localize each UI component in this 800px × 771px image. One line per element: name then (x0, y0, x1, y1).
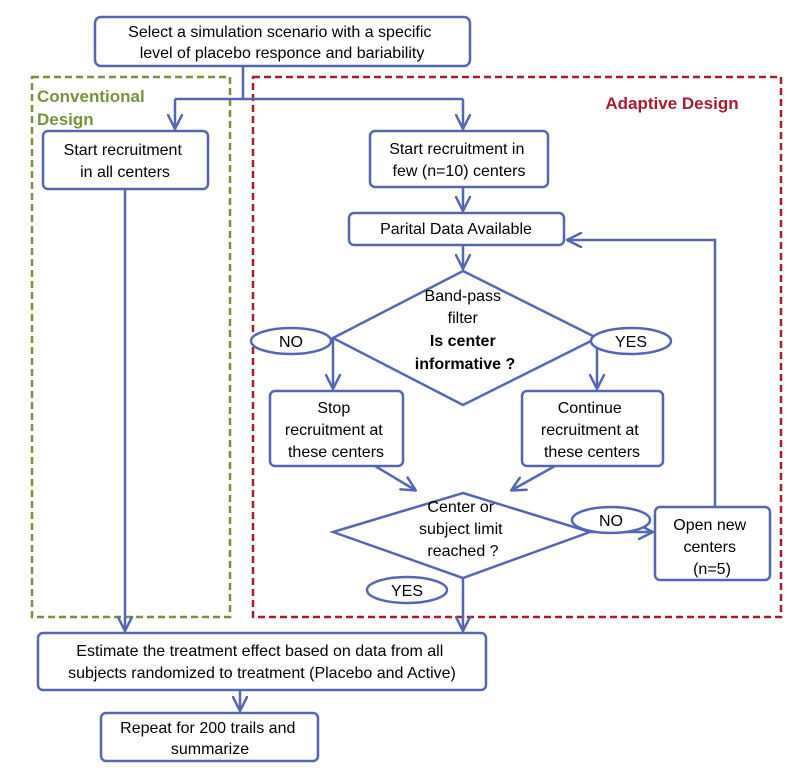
repeat-text: Repeat for 200 trails and summarize (120, 720, 300, 758)
no-limit-label: NO (599, 513, 623, 530)
bandpass-filter-decision (330, 269, 600, 407)
open-new-centers-text: Open new centers (n=5) (673, 517, 750, 578)
yes-limit-label: YES (391, 583, 423, 600)
partial-data-line1: Parital Data Available (380, 221, 532, 238)
open-new-line3: (n=5) (693, 561, 731, 578)
stop-line1: Stop (317, 400, 350, 417)
continue-line2: recruitment at (541, 422, 639, 439)
estimate-line2: subjects randomized to treatment (Placeb… (68, 665, 456, 682)
partial-data-box (347, 211, 566, 247)
limit-line3: reached ? (427, 543, 498, 560)
yes-limit-ellipse (365, 575, 449, 605)
select-scenario-box (93, 15, 472, 68)
yes-filter-label: YES (615, 334, 647, 351)
select-scenario-line1: Select a simulation scenario with a spec… (128, 24, 431, 41)
conventional-label-line2: Design (37, 110, 94, 129)
stop-recruitment-box (268, 389, 405, 468)
stop-line2: recruitment at (285, 422, 383, 439)
bandpass-line1: Band-pass (425, 288, 502, 305)
bandpass-line4: informative ? (415, 356, 515, 373)
repeat-box (99, 711, 320, 763)
repeat-line1: Repeat for 200 trails and (120, 720, 295, 737)
adaptive-design-label: Adaptive Design (605, 94, 738, 113)
continue-recruitment-text: Continue recruitment at these centers (541, 400, 643, 461)
no-filter-label: NO (279, 334, 303, 351)
conventional-label-line1: Conventional (37, 87, 145, 106)
arrow-continue-to-limit (512, 464, 556, 490)
start-all-line2: in all centers (80, 164, 170, 181)
bandpass-line2: filter (448, 310, 479, 327)
continue-line3: these centers (544, 444, 640, 461)
bandpass-line3: Is center (430, 333, 496, 350)
open-new-centers-box (653, 505, 772, 582)
partial-data-text: Parital Data Available (380, 221, 532, 238)
arrow-open-new-to-partial (568, 240, 717, 507)
connector-scenario-split (175, 66, 463, 101)
continue-line1: Continue (558, 400, 622, 417)
adaptive-design-region (251, 75, 783, 619)
stop-recruitment-text: Stop recruitment at these centers (285, 400, 387, 461)
start-few-centers-text: Start recruitment in few (n=10) centers (389, 141, 529, 180)
repeat-line2: summarize (171, 741, 249, 758)
select-scenario-text: Select a simulation scenario with a spec… (128, 24, 436, 62)
start-all-centers-text: Start recruitment in all centers (64, 142, 187, 181)
estimate-line1: Estimate the treatment effect based on d… (76, 643, 443, 660)
start-all-line1: Start recruitment (64, 142, 183, 159)
yes-filter-ellipse (589, 326, 673, 356)
start-few-line2: few (n=10) centers (393, 163, 526, 180)
limit-line2: subject limit (419, 521, 503, 538)
arrow-stop-to-limit (374, 464, 415, 490)
start-few-centers-box (368, 129, 550, 189)
limit-reached-decision (328, 491, 594, 580)
stop-line3: these centers (288, 444, 384, 461)
start-all-centers-box (41, 129, 210, 191)
no-limit-ellipse (570, 505, 652, 535)
limit-reached-text: Center or subject limit reached ? (419, 499, 507, 560)
limit-line1: Center or (427, 499, 494, 516)
open-new-line1: Open new (673, 517, 746, 534)
conventional-design-label: Conventional Design (37, 87, 149, 129)
select-scenario-line2: level of placebo responce and bariabilit… (140, 45, 425, 62)
open-new-line2: centers (684, 539, 736, 556)
bandpass-filter-text: Band-pass filter Is center informative ? (415, 288, 515, 373)
no-filter-ellipse (249, 326, 333, 356)
estimate-effect-text: Estimate the treatment effect based on d… (68, 643, 456, 682)
start-few-line1: Start recruitment in (389, 141, 524, 158)
estimate-effect-box (36, 631, 488, 692)
continue-recruitment-box (520, 389, 665, 468)
